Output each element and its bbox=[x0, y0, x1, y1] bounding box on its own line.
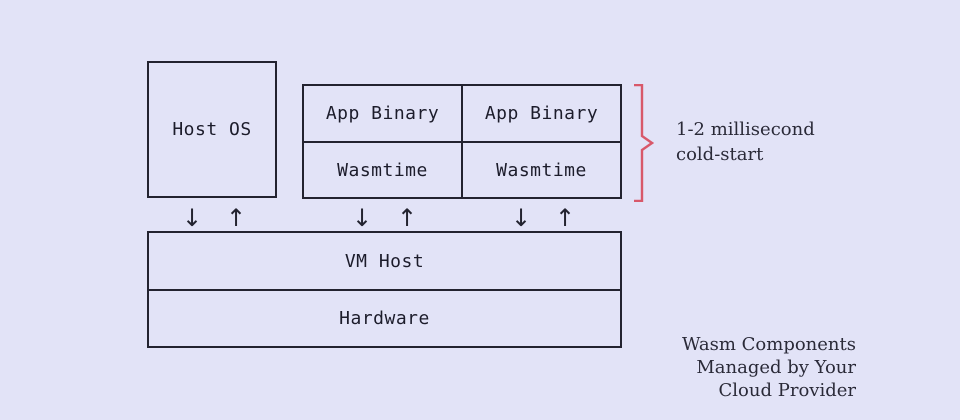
wasmtime-2-label: Wasmtime bbox=[496, 159, 587, 181]
arrow-up-icon: ↑ bbox=[397, 204, 418, 232]
app-binary-1-label: App Binary bbox=[325, 103, 440, 124]
app-binary-1-box: App Binary bbox=[302, 84, 463, 143]
wasmtime-2-box: Wasmtime bbox=[461, 141, 622, 199]
hardware-label: Hardware bbox=[339, 308, 430, 329]
cold-start-note: 1-2 millisecond cold-start bbox=[676, 119, 815, 165]
app-binary-2-box: App Binary bbox=[461, 84, 622, 143]
arrow-down-icon: ↓ bbox=[511, 204, 532, 232]
cold-start-bracket bbox=[634, 84, 654, 202]
wasmtime-1-box: Wasmtime bbox=[302, 141, 463, 199]
host-os-box: Host OS bbox=[147, 61, 277, 198]
wasmtime-1-label: Wasmtime bbox=[337, 159, 428, 181]
arrow-up-icon: ↑ bbox=[555, 204, 576, 232]
host-os-label: Host OS bbox=[172, 119, 252, 140]
vm-host-label: VM Host bbox=[344, 250, 425, 272]
footnote-caption: Wasm Components Managed by Your Cloud Pr… bbox=[681, 334, 856, 401]
arrow-down-icon: ↓ bbox=[182, 204, 203, 232]
app-binary-2-label: App Binary bbox=[484, 103, 599, 124]
vm-host-box: VM Host bbox=[147, 231, 622, 291]
arrow-down-icon: ↓ bbox=[352, 204, 373, 232]
bracket-shape bbox=[634, 84, 654, 202]
arrow-up-icon: ↑ bbox=[226, 204, 247, 232]
hardware-box: Hardware bbox=[147, 289, 622, 348]
